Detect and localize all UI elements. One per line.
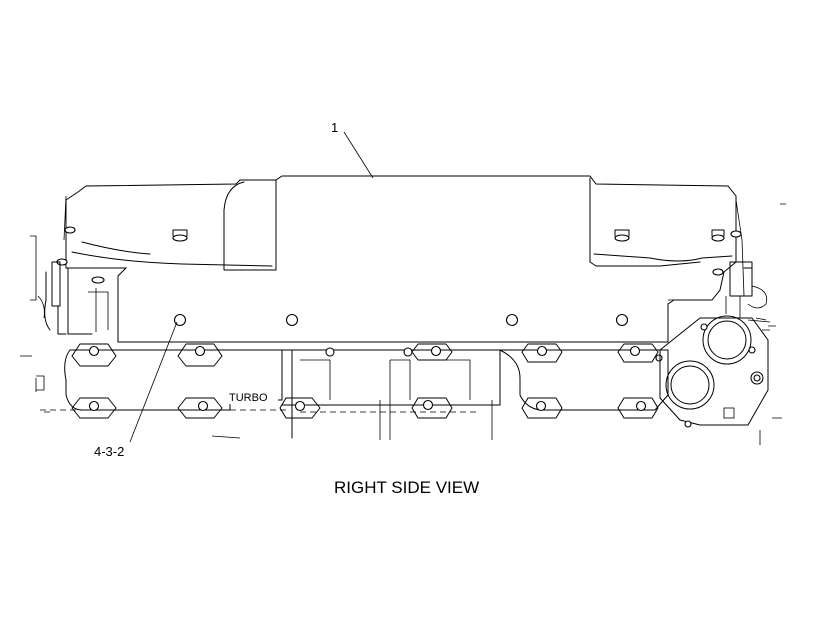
view-title: RIGHT SIDE VIEW	[334, 478, 479, 497]
right-brackets	[725, 203, 786, 419]
cover-mounting-holes	[173, 313, 629, 327]
manifold-flanges	[71, 343, 663, 419]
left-brackets	[20, 235, 109, 413]
leader-part-1	[343, 131, 374, 179]
intake-cover	[63, 175, 745, 343]
leader-lines	[129, 131, 374, 443]
exhaust-manifold	[40, 349, 669, 440]
callout-part-1: 1	[331, 120, 338, 135]
callout-part-4-3-2: 4-3-2	[94, 444, 124, 459]
turbo-label: TURBO	[229, 392, 268, 404]
leader-part-4-3-2	[129, 321, 178, 443]
outlet-ports	[659, 315, 771, 445]
